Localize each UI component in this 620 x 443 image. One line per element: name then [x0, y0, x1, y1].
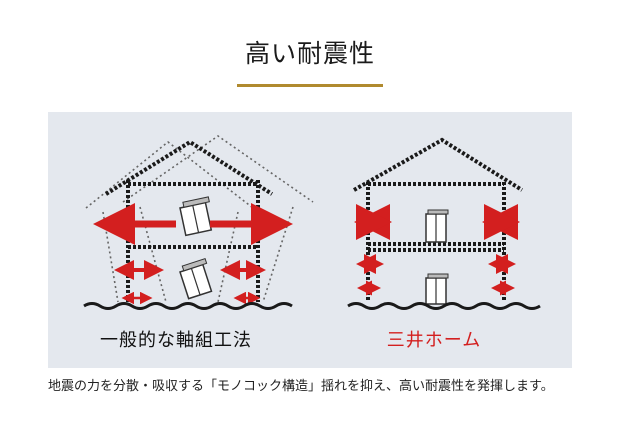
cabinet-icon: [179, 257, 213, 300]
conventional-house: [85, 135, 314, 305]
comparison-diagram-panel: [48, 112, 572, 368]
conventional-label: 一般的な軸組工法: [100, 330, 252, 351]
force-arrow-icon: [354, 204, 520, 296]
force-arrow-icon: [93, 203, 293, 305]
description-text: 地震の力を分散・吸収する「モノコック構造」揺れを抑え、高い耐震性を発揮します。: [48, 379, 554, 394]
mitsui-house: [353, 137, 524, 305]
ground-line: [83, 302, 541, 310]
page-title: 高い耐震性: [244, 39, 375, 68]
cabinet-icon: [425, 273, 449, 305]
title-underline: [237, 84, 383, 87]
cabinet-icon: [425, 209, 449, 243]
comparison-diagram: [83, 135, 541, 310]
mitsui-label: 三井ホーム: [386, 330, 482, 351]
cabinet-icon: [179, 196, 213, 237]
